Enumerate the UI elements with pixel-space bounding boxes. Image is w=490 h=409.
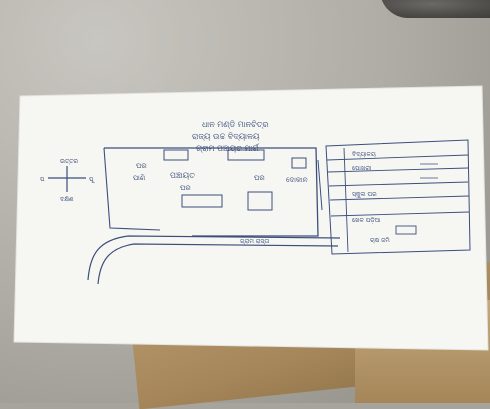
label-center-main: ପଞ୍ଚାୟତ — [170, 171, 195, 181]
divider-line — [317, 159, 323, 211]
title-line-2: ରାଜ୍ୟ ଉଚ୍ଚ ବିଦ୍ୟାଳୟ — [192, 132, 260, 142]
dark-object — [380, 0, 490, 18]
label-right-block-2: ପୋଖରୀ — [352, 165, 372, 172]
title-line-1: ଧାନ ମଣ୍ଡି ମାନଚିତ୍ର — [202, 120, 269, 129]
road-edge-outer — [87, 235, 341, 281]
compound-outline — [104, 147, 319, 237]
right-col-line — [343, 147, 349, 253]
label-center-sub: ଘର — [180, 184, 191, 192]
label-right-bottom: ଚାଷ ଜମି — [370, 237, 390, 244]
compass-west: ପ — [40, 176, 45, 183]
right-plot-outline — [325, 139, 471, 255]
right-row-line-4 — [329, 195, 470, 201]
label-right-block-1: ବିଦ୍ୟାଳୟ — [352, 151, 376, 158]
label-right-small-1: ଘର — [254, 174, 265, 182]
room-top-3 — [291, 157, 307, 169]
room-top-2 — [227, 149, 265, 161]
building-1 — [181, 194, 223, 208]
building-2 — [247, 191, 273, 211]
right-row-line-1 — [326, 154, 469, 161]
compound-left-edge — [103, 147, 161, 231]
label-left-top: ଘର — [136, 162, 147, 170]
label-left-bottom: ପାଣି — [133, 174, 146, 182]
paper-sheet — [13, 85, 489, 351]
road-label: ଗ୍ରାମ ରାସ୍ତା — [240, 238, 269, 245]
compass-north: ଉତ୍ତର — [60, 158, 79, 165]
label-right-block-4: ଖେଳ ପଡ଼ିଆ — [352, 217, 381, 224]
right-row-line-3 — [328, 181, 469, 187]
label-right-small-2: ଦୋକାନ — [286, 176, 308, 184]
label-right-block-3: ସ୍କୁଲ ଘର — [352, 191, 377, 198]
compass-south: ଦକ୍ଷିଣ — [60, 196, 74, 203]
right-row-line-5 — [330, 211, 470, 217]
road-edge-inner — [97, 243, 339, 285]
compass-east: ପୂ — [89, 176, 96, 183]
right-row-line-2 — [327, 167, 469, 173]
small-plot — [395, 225, 417, 235]
compass-icon — [48, 166, 86, 192]
room-top-1 — [163, 149, 189, 161]
